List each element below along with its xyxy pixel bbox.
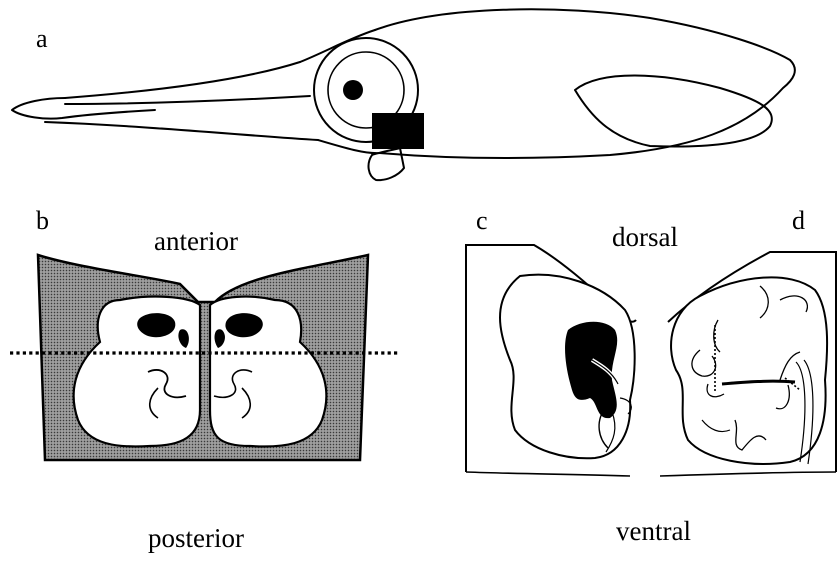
squid-fin [574, 74, 773, 148]
squid-arms-mid [64, 95, 311, 105]
panel-label-a: a [36, 24, 48, 53]
statocyst-transverse-section-c [465, 244, 637, 477]
statocyst-region-marker [372, 113, 424, 149]
orientation-label-posterior: posterior [148, 523, 244, 553]
panel-label-b: b [36, 206, 49, 235]
squid-arms-upper [64, 61, 301, 99]
cavity-d [670, 276, 829, 465]
squid-eye-inner [327, 51, 405, 129]
squid-tentacle-club [11, 97, 156, 120]
orientation-label-ventral: ventral [616, 516, 691, 546]
orientation-label-anterior: anterior [154, 226, 238, 256]
squid-pupil [343, 80, 363, 100]
right-macula [225, 313, 263, 338]
squid-head [299, 29, 376, 63]
panel-label-d: d [792, 206, 805, 235]
statocyst-horizontal-section [10, 253, 400, 462]
squid-mantle [374, 8, 796, 159]
panel-label-c: c [476, 206, 488, 235]
statocyst-transverse-section-d [659, 251, 837, 477]
squid-arms-lower [44, 121, 381, 155]
squid-funnel [367, 147, 405, 182]
squid-illustration [11, 8, 796, 182]
orientation-label-dorsal: dorsal [612, 222, 678, 252]
macula-c [565, 321, 618, 419]
left-macula [137, 313, 176, 338]
